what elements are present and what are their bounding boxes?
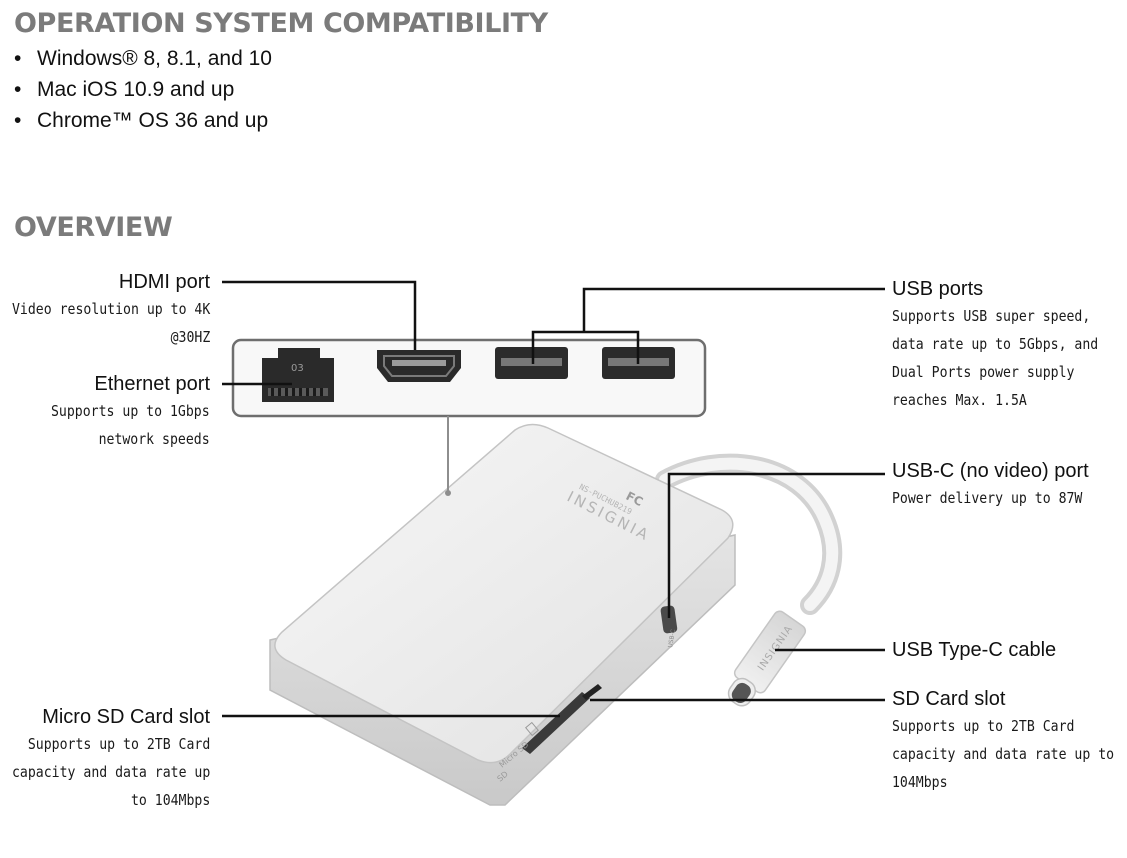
os-list: •Windows® 8, 8.1, and 10 •Mac iOS 10.9 a… bbox=[14, 46, 272, 139]
fcc-mark: FC bbox=[624, 489, 646, 509]
ethernet-desc: network speeds bbox=[98, 430, 210, 448]
usb-callout: USB ports Supports USB super speed, data… bbox=[892, 276, 1127, 414]
sd-desc: 104Mbps bbox=[892, 773, 948, 791]
cable-callout: USB Type-C cable bbox=[892, 637, 1056, 663]
microsd-desc: Supports up to 2TB Card bbox=[27, 735, 211, 753]
hdmi-port-icon bbox=[377, 350, 461, 382]
hub-top bbox=[274, 423, 734, 764]
ethernet-callout: Ethernet port Supports up to 1Gbps netwo… bbox=[23, 371, 210, 453]
hdmi-desc: @30HZ bbox=[170, 328, 210, 346]
ethernet-desc: Supports up to 1Gbps bbox=[51, 402, 210, 420]
microsd-title: Micro SD Card slot bbox=[42, 706, 210, 728]
os-compatibility-heading: OPERATION SYSTEM COMPATIBILITY bbox=[14, 8, 548, 39]
hdmi-title: HDMI port bbox=[118, 271, 210, 293]
usb-desc: data rate up to 5Gbps, and bbox=[892, 335, 1099, 353]
usb-desc: Dual Ports power supply bbox=[892, 363, 1075, 381]
sd-desc: capacity and data rate up to bbox=[892, 745, 1115, 763]
usb-desc: Supports USB super speed, bbox=[892, 307, 1091, 325]
sd-callout: SD Card slot Supports up to 2TB Card cap… bbox=[892, 686, 1127, 796]
ethernet-port-mark: 03 bbox=[291, 363, 304, 374]
sd-desc: Supports up to 2TB Card bbox=[892, 717, 1075, 735]
usbc-callout: USB-C (no video) port Power delivery up … bbox=[892, 458, 1116, 512]
usbc-plug-tip bbox=[731, 682, 751, 703]
sd-slot-icon bbox=[522, 692, 590, 754]
usb-leader-branch bbox=[531, 330, 640, 364]
usbc-port-icon bbox=[660, 605, 678, 634]
os-list-item: •Chrome™ OS 36 and up bbox=[14, 109, 269, 132]
usb-desc: reaches Max. 1.5A bbox=[892, 391, 1027, 409]
hdmi-desc: Video resolution up to 4K bbox=[11, 300, 210, 318]
microsd-desc: capacity and data rate up bbox=[11, 763, 210, 781]
usb-port-icon bbox=[495, 347, 568, 379]
port-panel bbox=[231, 338, 707, 418]
ethernet-port-icon bbox=[262, 348, 334, 402]
overview-heading: OVERVIEW bbox=[14, 212, 173, 243]
microsd-desc: to 104Mbps bbox=[130, 791, 210, 809]
usbc-port-mark: USB-C bbox=[667, 629, 677, 649]
hdmi-callout: HDMI port Video resolution up to 4K @30H… bbox=[0, 269, 210, 351]
os-list-item: •Windows® 8, 8.1, and 10 bbox=[14, 47, 272, 70]
usbc-leader-line bbox=[667, 472, 885, 618]
usbc-desc: Power delivery up to 87W bbox=[892, 489, 1083, 507]
usbc-title: USB-C (no video) port bbox=[892, 460, 1089, 482]
microsd-slot-icon bbox=[582, 684, 602, 700]
sd-title: SD Card slot bbox=[892, 688, 1006, 710]
hdmi-leader-line bbox=[222, 280, 417, 350]
os-list-item: •Mac iOS 10.9 and up bbox=[14, 78, 235, 101]
usb-leader-line bbox=[582, 287, 885, 332]
ethernet-title: Ethernet port bbox=[94, 373, 210, 395]
microsd-callout: Micro SD Card slot Supports up to 2TB Ca… bbox=[0, 704, 210, 814]
usb-title: USB ports bbox=[892, 278, 984, 300]
cable-title: USB Type-C cable bbox=[892, 639, 1057, 661]
